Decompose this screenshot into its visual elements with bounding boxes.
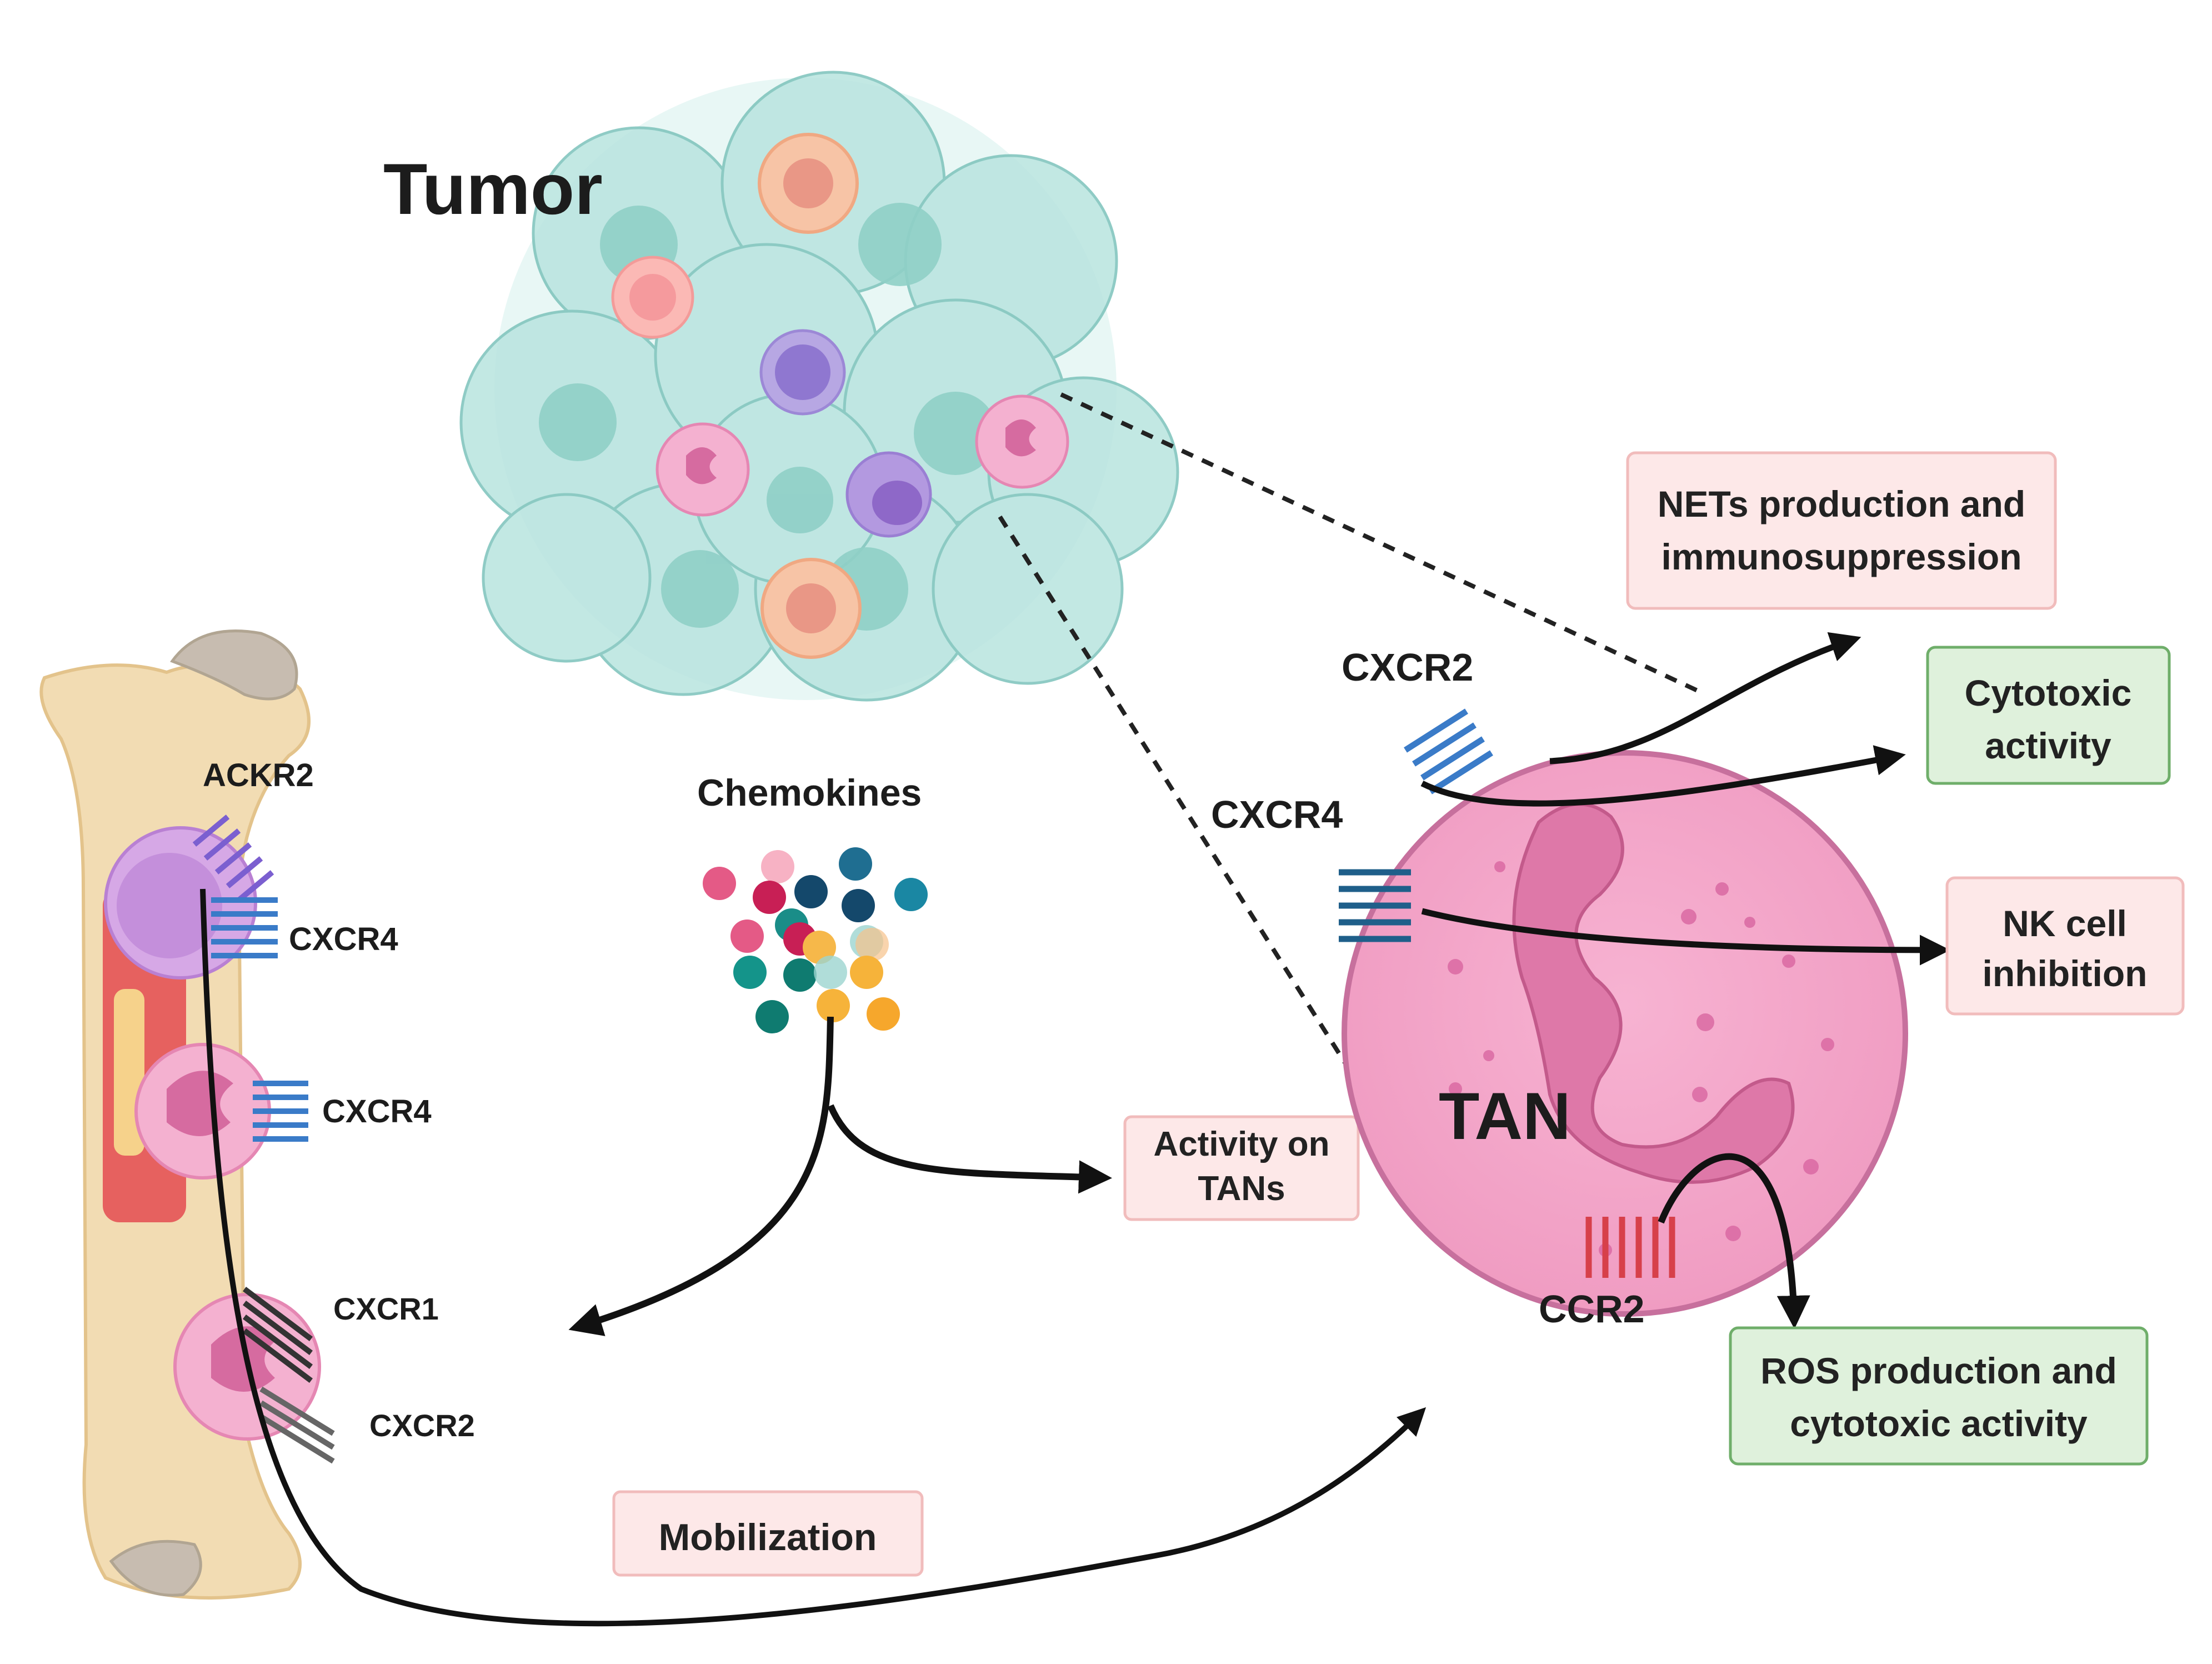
zoom-line-bottom bbox=[998, 515, 1374, 1107]
tumor-orange-cell-bottom bbox=[760, 558, 862, 659]
nets-box: NETs production and immunosuppression bbox=[1626, 451, 2057, 610]
mobilization-arrow bbox=[200, 888, 1427, 1627]
chemokine-arrow-left bbox=[568, 1016, 834, 1336]
tumor-neutrophil-right bbox=[975, 394, 1069, 489]
cxcr4-label-mid: CXCR4 bbox=[322, 1093, 432, 1130]
svg-text:immunosuppression: immunosuppression bbox=[1661, 536, 2021, 577]
cytotoxic-box: Cytotoxic activity bbox=[1926, 646, 2171, 785]
tumor-title: Tumor bbox=[383, 148, 603, 229]
nk-box: NK cell inhibition bbox=[1945, 876, 2185, 1016]
arrow-to-ros bbox=[1658, 1153, 1810, 1329]
ackr2-receptor-icon bbox=[192, 814, 274, 902]
ccr2-receptor-icon-tan bbox=[1585, 1217, 1675, 1278]
svg-text:NK cell: NK cell bbox=[2003, 903, 2127, 944]
svg-text:ROS production and: ROS production and bbox=[1760, 1350, 2117, 1391]
svg-text:Mobilization: Mobilization bbox=[659, 1516, 877, 1558]
svg-text:activity: activity bbox=[1985, 725, 2111, 766]
arrow-to-nets bbox=[1549, 632, 1861, 764]
cxcr2-label-bone: CXCR2 bbox=[369, 1408, 475, 1443]
tumor-pink-cell bbox=[611, 256, 694, 339]
cxcr2-receptor-icon-tan bbox=[1404, 708, 1493, 794]
svg-text:Activity on: Activity on bbox=[1154, 1125, 1330, 1163]
chemokine-dots bbox=[703, 847, 928, 1033]
svg-text:cytotoxic activity: cytotoxic activity bbox=[1790, 1403, 2088, 1444]
cxcr4-receptor-icon-top bbox=[211, 897, 278, 958]
activity-on-tans-box: Activity on TANs bbox=[1123, 1115, 1360, 1221]
cxcr4-label-tan: CXCR4 bbox=[1211, 793, 1343, 836]
tumor-monocyte bbox=[845, 451, 932, 538]
svg-text:inhibition: inhibition bbox=[1983, 953, 2148, 994]
cxcr4-receptor-icon-mid bbox=[253, 1081, 308, 1142]
chemokines-label: Chemokines bbox=[697, 772, 922, 814]
arrow-to-nk bbox=[1421, 908, 1950, 966]
cxcr2-label-tan: CXCR2 bbox=[1342, 646, 1473, 689]
cxcr2-receptor-icon-bone bbox=[259, 1386, 335, 1464]
svg-text:TANs: TANs bbox=[1198, 1170, 1285, 1208]
ccr2-label-tan: CCR2 bbox=[1539, 1287, 1645, 1331]
ros-box: ROS production and cytotoxic activity bbox=[1729, 1326, 2149, 1466]
tumor-cluster bbox=[459, 71, 1179, 702]
tan-label: TAN bbox=[1439, 1079, 1571, 1153]
arrow-to-cytotoxic bbox=[1420, 745, 1906, 807]
cxcr1-receptor-icon bbox=[243, 1287, 313, 1383]
tumor-orange-cell-top bbox=[758, 133, 859, 234]
ackr2-label: ACKR2 bbox=[203, 757, 314, 793]
cxcr1-label: CXCR1 bbox=[333, 1291, 439, 1326]
chemokine-arrow-right bbox=[827, 1104, 1112, 1194]
svg-text:NETs production and: NETs production and bbox=[1658, 483, 2025, 524]
tan-cell bbox=[1342, 750, 1908, 1317]
svg-text:Cytotoxic: Cytotoxic bbox=[1965, 672, 2132, 713]
mobilization-box: Mobilization bbox=[612, 1490, 924, 1577]
cxcr4-receptor-icon-tan bbox=[1339, 869, 1411, 942]
tumor-lymphocyte bbox=[759, 329, 846, 416]
bone-neutrophil-mid bbox=[134, 1043, 271, 1180]
zoom-line-top bbox=[1060, 392, 1701, 694]
cxcr4-label-top: CXCR4 bbox=[289, 921, 398, 957]
tumor-neutrophil-left bbox=[655, 422, 750, 517]
